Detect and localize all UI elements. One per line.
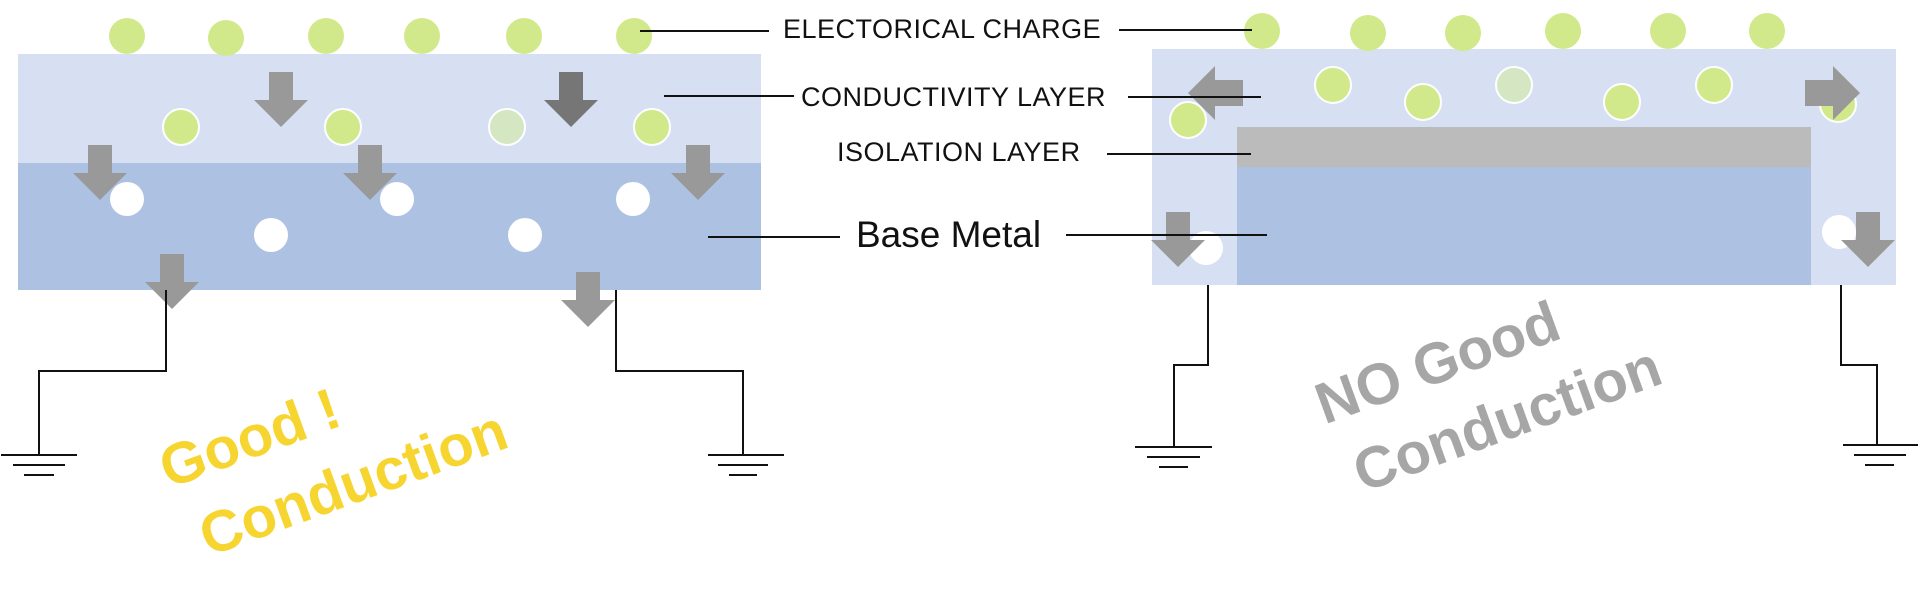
hole-dot <box>508 218 542 252</box>
right-panel <box>1135 13 1918 468</box>
right-isolation-layer <box>1237 127 1811 167</box>
right-layer-charges <box>1169 66 1857 139</box>
ground-wire <box>615 290 744 455</box>
charge-dot <box>1314 66 1352 104</box>
charge-dot <box>1545 13 1581 49</box>
hole-dot <box>1189 231 1223 265</box>
charge-dot <box>109 18 145 54</box>
right-ground-wires <box>1173 285 1878 447</box>
charge-dot <box>1445 15 1481 51</box>
label-electorical-charge: ELECTORICAL CHARGE <box>783 14 1102 44</box>
charge-dot <box>404 18 440 54</box>
charge-dot <box>1495 66 1533 104</box>
charge-dot <box>1695 66 1733 104</box>
left-ground-wires <box>38 290 744 455</box>
hole-dot <box>616 182 650 216</box>
left-holes <box>110 182 650 252</box>
label-conductivity-layer: CONDUCTIVITY LAYER <box>801 82 1107 112</box>
charge-dot <box>616 18 652 54</box>
charge-dot <box>1603 83 1641 121</box>
ground-wire <box>1173 285 1209 447</box>
left-layer-charges <box>162 108 671 146</box>
charge-dot <box>1650 13 1686 49</box>
label-isolation-layer: ISOLATION LAYER <box>837 137 1081 167</box>
charge-dot <box>488 108 526 146</box>
hole-dot <box>110 182 144 216</box>
charge-dot <box>208 20 244 56</box>
hole-dot <box>254 218 288 252</box>
ground-wire <box>38 290 167 455</box>
left-base-metal <box>18 163 761 290</box>
charge-dot <box>506 18 542 54</box>
ground-symbol-icon <box>708 454 784 476</box>
charge-dot <box>162 108 200 146</box>
left-conductivity-layer <box>18 54 761 164</box>
charge-dot <box>633 108 671 146</box>
label-leader-lines <box>640 29 1267 238</box>
charge-dot <box>1404 83 1442 121</box>
ground-wire <box>1840 285 1878 445</box>
left-top-charges <box>109 18 652 56</box>
ground-symbol-icon <box>1 454 77 476</box>
charge-dot <box>1350 15 1386 51</box>
ground-symbol-icon <box>1135 446 1212 468</box>
charge-dot <box>1749 13 1785 49</box>
label-base-metal: Base Metal <box>856 214 1042 255</box>
charge-dot <box>1244 13 1280 49</box>
charge-dot <box>1169 101 1207 139</box>
charge-dot <box>308 18 344 54</box>
ground-symbol-icon <box>1843 444 1918 466</box>
left-panel <box>1 18 784 476</box>
charge-dot <box>324 108 362 146</box>
hole-dot <box>380 182 414 216</box>
right-top-charges <box>1244 13 1785 51</box>
